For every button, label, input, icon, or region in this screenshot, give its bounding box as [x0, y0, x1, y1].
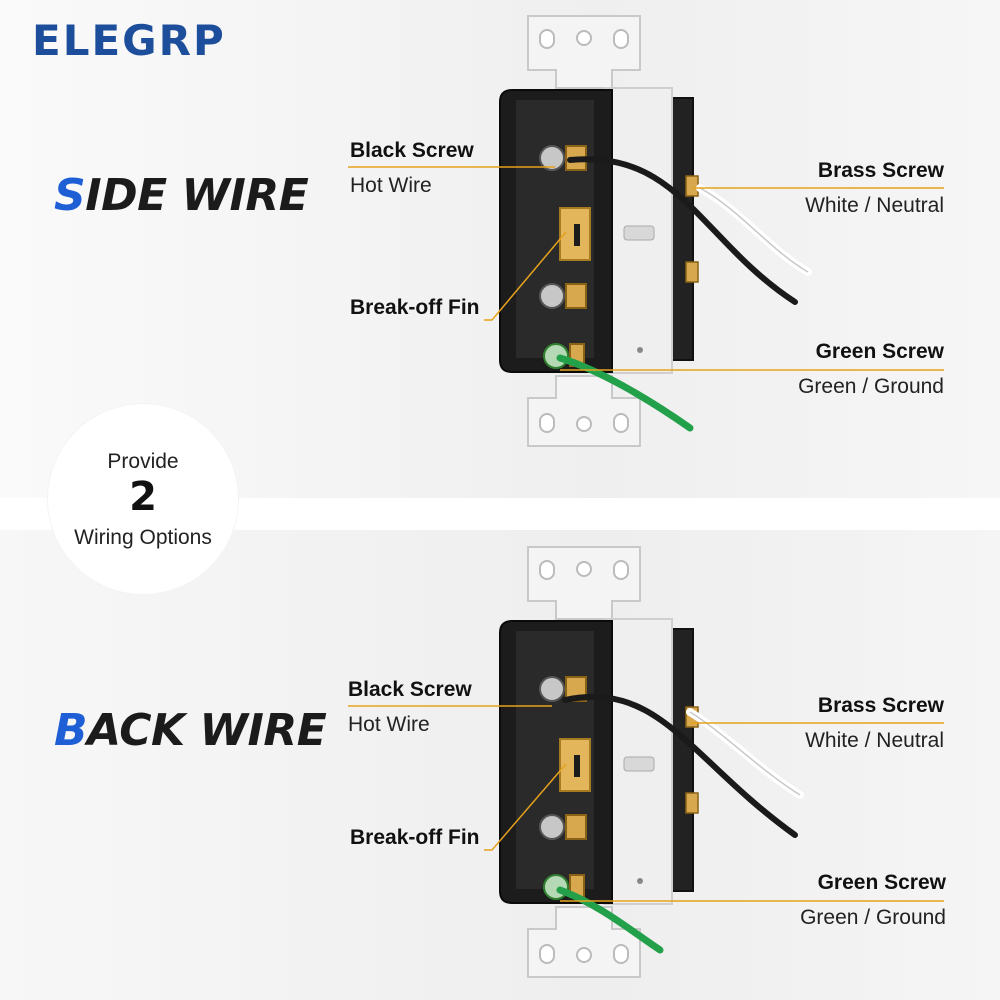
side-black-screw-label: Black Screw	[350, 139, 474, 162]
side-hot-wire-label: Hot Wire	[350, 174, 432, 197]
side-wire-heading-rest: IDE WIRE	[85, 170, 309, 221]
back-green-ground-label: Green / Ground	[800, 906, 946, 929]
side-green-screw-label: Green Screw	[815, 340, 944, 363]
side-wire-outlet	[499, 15, 699, 447]
back-black-screw-label: Black Screw	[348, 678, 472, 701]
side-black-wire	[567, 156, 798, 305]
back-white-wire-edge	[689, 711, 801, 796]
side-break-off-fin-label: Break-off Fin	[350, 296, 480, 319]
back-wire-heading-initial: B	[54, 705, 88, 756]
brand-logo: ELEGRP	[32, 16, 226, 65]
back-wire-heading: BACK WIRE	[54, 705, 327, 756]
side-white-neutral-label: White / Neutral	[805, 194, 944, 217]
back-green-screw-label: Green Screw	[817, 871, 946, 894]
back-break-off-fin-label: Break-off Fin	[350, 826, 480, 849]
badge-line-options: Wiring Options	[74, 526, 212, 549]
side-wire-heading: SIDE WIRE	[54, 170, 309, 221]
side-green-wire	[556, 354, 694, 432]
badge-line-provide: Provide	[107, 450, 179, 473]
side-green-ground-label: Green / Ground	[798, 375, 944, 398]
side-fin-leader	[484, 231, 567, 321]
back-wire-heading-rest: ACK WIRE	[87, 705, 327, 756]
back-green-wire	[556, 886, 664, 954]
back-white-neutral-label: White / Neutral	[805, 729, 944, 752]
back-fin-leader	[484, 763, 567, 851]
wiring-options-badge: Provide 2 Wiring Options	[48, 404, 238, 594]
side-brass-screw-label: Brass Screw	[817, 159, 944, 182]
back-black-wire	[562, 693, 798, 838]
side-white-wire-edge	[699, 187, 809, 273]
badge-number: 2	[129, 474, 157, 520]
back-brass-screw-label: Brass Screw	[817, 694, 944, 717]
side-wire-heading-initial: S	[54, 170, 86, 221]
back-hot-wire-label: Hot Wire	[348, 713, 430, 736]
